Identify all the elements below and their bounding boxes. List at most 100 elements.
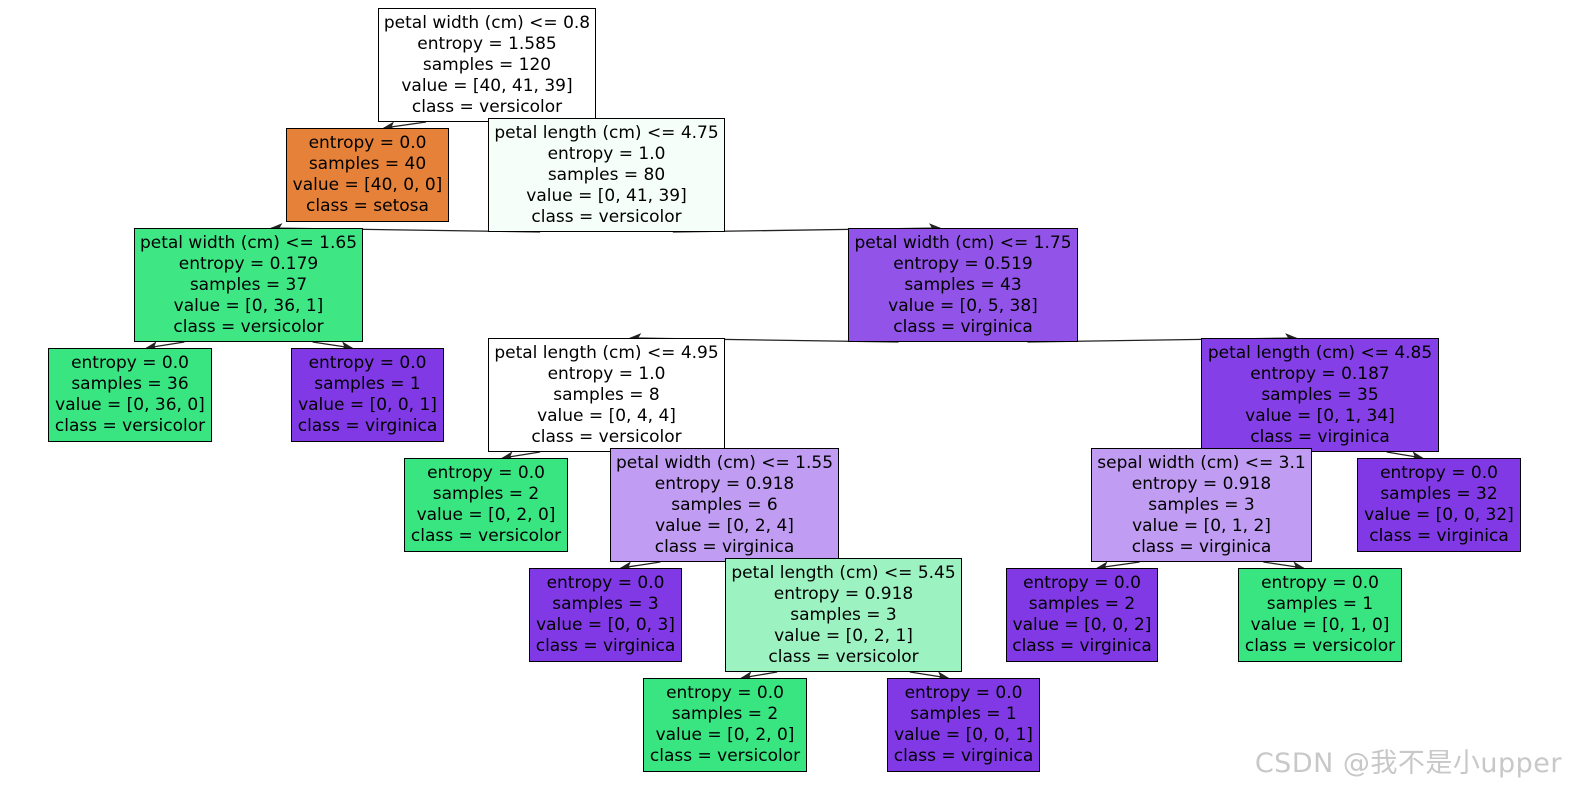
node-line: value = [0, 1, 34] — [1245, 405, 1395, 426]
node-line: entropy = 0.0 — [1380, 463, 1498, 483]
node-line: entropy = 0.0 — [308, 353, 427, 373]
node-line: value = [0, 0, 1] — [894, 725, 1033, 745]
node-line: samples = 37 — [189, 274, 308, 295]
edge-n15-n16 — [1096, 561, 1140, 572]
node-line: petal width (cm) <= 0.8 — [383, 12, 591, 33]
node-line: class = virginica — [1250, 426, 1390, 447]
node-line: class = virginica — [1369, 526, 1509, 546]
node-line: value = [0, 36, 0] — [55, 395, 205, 415]
node-line: petal length (cm) <= 4.75 — [494, 122, 719, 143]
node-line: value = [0, 0, 3] — [536, 615, 675, 635]
node-line: samples = 36 — [71, 374, 189, 394]
node-line: value = [0, 2, 0] — [416, 505, 556, 525]
node-line: samples = 1 — [1266, 594, 1374, 614]
node-line: class = versicolor — [410, 526, 562, 546]
node-line: samples = 8 — [553, 384, 660, 405]
node-line: class = virginica — [1012, 636, 1152, 656]
node-line: value = [0, 0, 32] — [1364, 505, 1514, 525]
node-line: samples = 3 — [1148, 494, 1255, 515]
node-line: entropy = 0.0 — [1261, 573, 1379, 593]
node-line: entropy = 1.0 — [547, 363, 666, 384]
edge-n11-n13 — [909, 671, 950, 682]
node-line: samples = 80 — [547, 164, 666, 185]
node-line: petal width (cm) <= 1.55 — [615, 452, 834, 473]
node-line: class = versicolor — [531, 206, 682, 227]
node-line: samples = 32 — [1380, 484, 1498, 504]
edge-n11-n12 — [740, 671, 778, 682]
node-line: value = [0, 0, 1] — [298, 395, 437, 415]
node-line: entropy = 1.585 — [417, 33, 557, 54]
node-line: class = versicolor — [649, 746, 801, 766]
node-line: samples = 43 — [904, 274, 1022, 295]
node-line: class = versicolor — [54, 416, 206, 436]
node-line: entropy = 0.0 — [71, 353, 189, 373]
node-line: petal length (cm) <= 4.95 — [494, 342, 719, 363]
node-line: samples = 6 — [671, 494, 778, 515]
node-line: class = virginica — [297, 416, 438, 436]
node-line: samples = 120 — [422, 54, 552, 75]
node-line: value = [0, 36, 1] — [173, 295, 324, 316]
node-line: petal width (cm) <= 1.75 — [854, 232, 1072, 253]
node-line: class = virginica — [535, 636, 676, 656]
node-line: petal length (cm) <= 4.85 — [1207, 342, 1433, 363]
node-line: entropy = 0.0 — [546, 573, 665, 593]
node-line: entropy = 0.918 — [654, 473, 795, 494]
node-line: samples = 2 — [1028, 594, 1136, 614]
node-line: samples = 2 — [432, 484, 540, 504]
node-line: entropy = 1.0 — [547, 143, 666, 164]
node-line: entropy = 0.0 — [666, 683, 784, 703]
node-line: entropy = 0.187 — [1250, 363, 1390, 384]
node-line: class = versicolor — [411, 96, 563, 117]
node-line: samples = 3 — [552, 594, 659, 614]
node-line: value = [0, 2, 0] — [655, 725, 795, 745]
edge-n9-n10 — [619, 561, 661, 572]
node-line: entropy = 0.0 — [427, 463, 545, 483]
node-line: value = [40, 41, 39] — [401, 75, 573, 96]
node-line: entropy = 0.0 — [1023, 573, 1141, 593]
edge-n0-n1 — [382, 121, 427, 132]
node-line: entropy = 0.0 — [308, 133, 427, 153]
node-line: samples = 1 — [910, 704, 1017, 724]
node-line: petal width (cm) <= 1.65 — [139, 232, 358, 253]
edge-n3-n4 — [145, 341, 185, 352]
node-line: value = [0, 2, 4] — [655, 515, 794, 536]
edge-n7-n8 — [501, 451, 541, 462]
node-line: class = versicolor — [173, 316, 324, 337]
node-line: value = [0, 4, 4] — [537, 405, 676, 426]
edge-n14-n18 — [1386, 451, 1424, 462]
node-line: petal length (cm) <= 5.45 — [731, 562, 956, 583]
node-line: class = setosa — [306, 196, 429, 216]
node-line: sepal width (cm) <= 3.1 — [1097, 452, 1306, 473]
node-line: samples = 35 — [1261, 384, 1379, 405]
node-line: class = versicolor — [531, 426, 682, 447]
node-line: value = [0, 1, 0] — [1250, 615, 1390, 635]
node-line: class = versicolor — [1244, 636, 1396, 656]
node-line: samples = 1 — [314, 374, 421, 394]
node-line: entropy = 0.918 — [1131, 473, 1272, 494]
node-line: value = [0, 1, 2] — [1132, 515, 1271, 536]
node-line: samples = 3 — [790, 604, 897, 625]
edge-n3-n5 — [312, 341, 354, 352]
edge-n15-n17 — [1263, 561, 1305, 572]
node-line: class = versicolor — [768, 646, 919, 667]
node-line: value = [0, 41, 39] — [526, 185, 687, 206]
node-line: class = virginica — [893, 746, 1034, 766]
node-line: entropy = 0.0 — [904, 683, 1023, 703]
node-line: class = virginica — [654, 536, 795, 557]
node-line: class = virginica — [893, 316, 1033, 337]
